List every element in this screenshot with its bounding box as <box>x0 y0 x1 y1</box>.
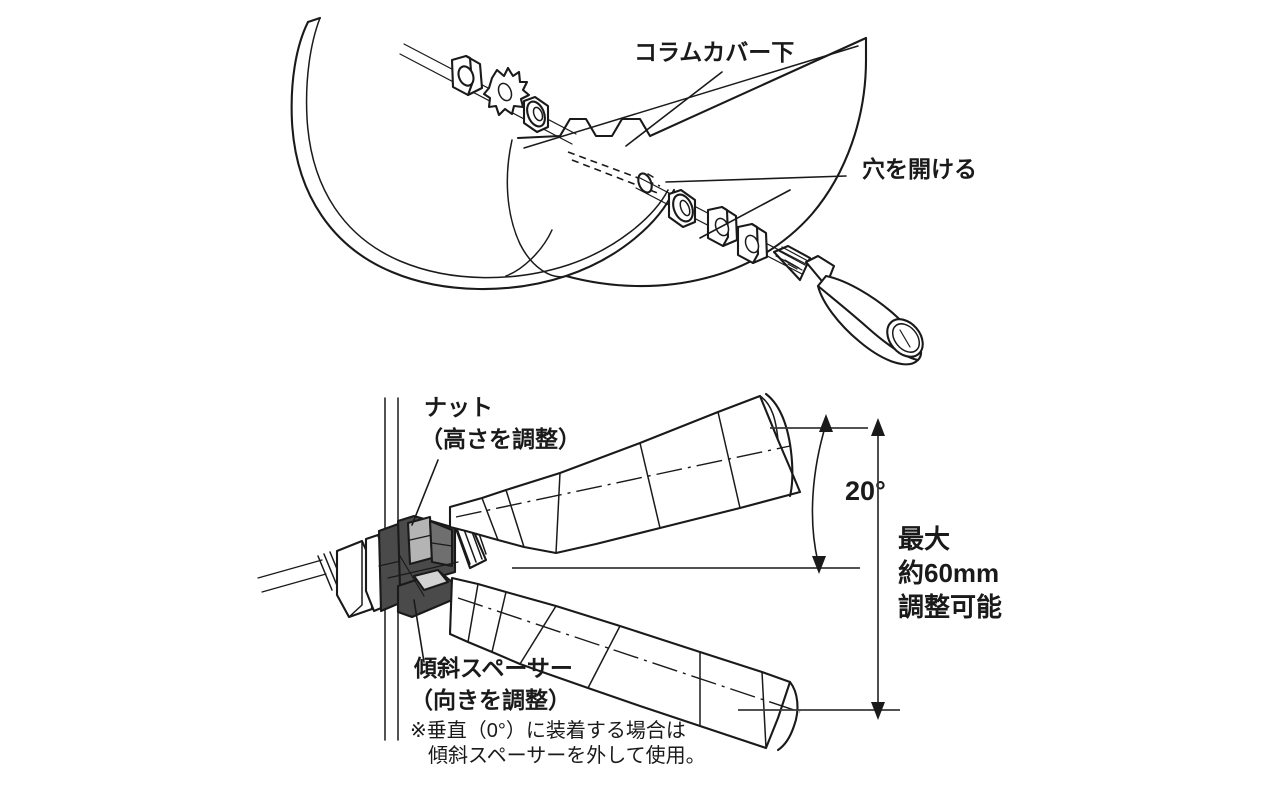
leader-drill-hole-2 <box>699 189 791 239</box>
thread-section <box>772 244 812 282</box>
shaft-line-bottom <box>261 573 327 593</box>
hole-washer-edge <box>647 173 654 178</box>
thread-ridge-2 <box>778 250 806 266</box>
thread-ridge-3 <box>781 246 809 262</box>
knob-end-mark <box>899 329 911 348</box>
drill-axis-line-a <box>567 151 661 187</box>
leader-nut <box>411 459 439 526</box>
lever-upper-seg-1 <box>481 497 499 541</box>
cover-seat-fold <box>506 139 567 278</box>
flat-washer-lower-bore <box>679 199 691 217</box>
label-note-line-1: ※垂直（0°）に装着する場合は <box>410 719 686 742</box>
spacer-nut-assembly <box>387 514 459 619</box>
lower-fastener-stack <box>635 172 924 366</box>
label-tilt-spacer-sub: （向きを調整） <box>410 687 571 713</box>
cover-inner-edge <box>305 17 669 279</box>
lever-lower-seg-3 <box>519 605 557 665</box>
angle-reference-lines <box>512 427 900 711</box>
hex-nut-b-bore <box>744 234 760 254</box>
flat-washer-lower <box>667 188 697 229</box>
lever-upper <box>448 392 802 555</box>
lever-upper-seg-3 <box>555 472 561 554</box>
cover-right-edge <box>704 36 868 280</box>
shaft-thread-1 <box>317 555 333 591</box>
label-angle-20deg: 20° <box>845 476 886 506</box>
flat-washer-upper-bore <box>532 106 544 122</box>
lever-lower-end-curve <box>776 680 799 752</box>
lever-lower-centerline <box>457 597 801 713</box>
hex-nut-lower-b <box>736 222 769 265</box>
lever-lower-seg-4 <box>587 625 621 689</box>
cover-flange-inner-line <box>523 45 859 149</box>
label-drill-hole: 穴を開ける <box>862 156 977 182</box>
cover-outer-edge <box>290 20 676 291</box>
leader-column-cover <box>625 71 723 147</box>
flat-washer-upper <box>522 95 550 134</box>
shaft-thread-2 <box>323 553 339 589</box>
cover-bottom-right-edge <box>564 274 708 288</box>
lever-upper-seg-5 <box>717 411 741 509</box>
angle-arrow-head-bottom <box>812 556 826 574</box>
lever-upper-cap-left <box>759 395 779 441</box>
thread-ridge-5 <box>787 263 798 270</box>
label-column-cover-lower: コラムカバー下 <box>634 39 794 65</box>
label-tilt-spacer: 傾斜スペーサー <box>413 655 573 681</box>
label-nut: ナット <box>424 394 493 420</box>
lever-upper-centerline <box>455 445 791 518</box>
label-travel-line-2: 約60mm <box>898 558 999 588</box>
angle-arrow-head-top <box>819 414 833 432</box>
travel-arrow-head-top <box>871 418 885 436</box>
spacer-lower-pale <box>412 568 450 592</box>
lever-upper-seg-2 <box>505 489 525 548</box>
spacer-center-split <box>387 561 459 579</box>
coil-ridge-1 <box>455 525 471 565</box>
spacer-upper-light-split <box>409 534 433 541</box>
leader-tilt-spacer <box>413 599 425 663</box>
lever-upper-end-curve <box>764 392 794 498</box>
hex-nut-left-fold <box>348 540 363 618</box>
lever-upper-seg-4 <box>639 442 661 529</box>
cover-rim-left <box>306 16 322 24</box>
angle-arrow: 20° <box>811 414 886 574</box>
label-travel-line-1: 最大 <box>898 524 950 554</box>
hex-nut-upper <box>450 54 484 97</box>
lever-lower-base <box>449 577 453 635</box>
travel-dimension: 最大 約60mm 調整可能 <box>871 418 1002 720</box>
hex-nut-upper-bore <box>457 65 475 87</box>
travel-arrow-head-bottom <box>871 702 885 720</box>
label-note-line-2: 傾斜スペーサーを外して使用。 <box>428 744 706 767</box>
label-travel-line-3: 調整可能 <box>898 592 1002 622</box>
cover-notch-profile <box>516 36 868 140</box>
knob-end-cap-inner <box>891 323 921 353</box>
star-lock-washer <box>482 66 531 117</box>
knob-handle <box>804 254 924 366</box>
cover-interior-crease <box>505 229 553 277</box>
spacer-upper-mid <box>428 519 454 568</box>
angle-arc <box>811 423 827 563</box>
spacer-upper-mid-split <box>431 542 453 547</box>
leader-drill-hole <box>665 175 847 183</box>
spacer-diagonal <box>399 555 425 597</box>
thread-ridge-4 <box>784 259 800 269</box>
label-nut-sub: （高さを調整） <box>420 426 581 452</box>
column-cover-shell <box>290 16 868 291</box>
lever-lower-seg-2 <box>491 591 507 653</box>
figure-tilt-spacer: 20° 最大 約60mm 調整可能 ナット （高さを調整） 傾斜スペーサー （向… <box>257 392 1002 767</box>
shaft-line-top <box>257 559 323 579</box>
figure-column-cover: コラムカバー下 穴を開ける <box>290 16 977 366</box>
lever-lower-seg-1 <box>467 583 479 643</box>
lever-lower <box>448 576 801 752</box>
star-washer-bore <box>497 82 513 102</box>
